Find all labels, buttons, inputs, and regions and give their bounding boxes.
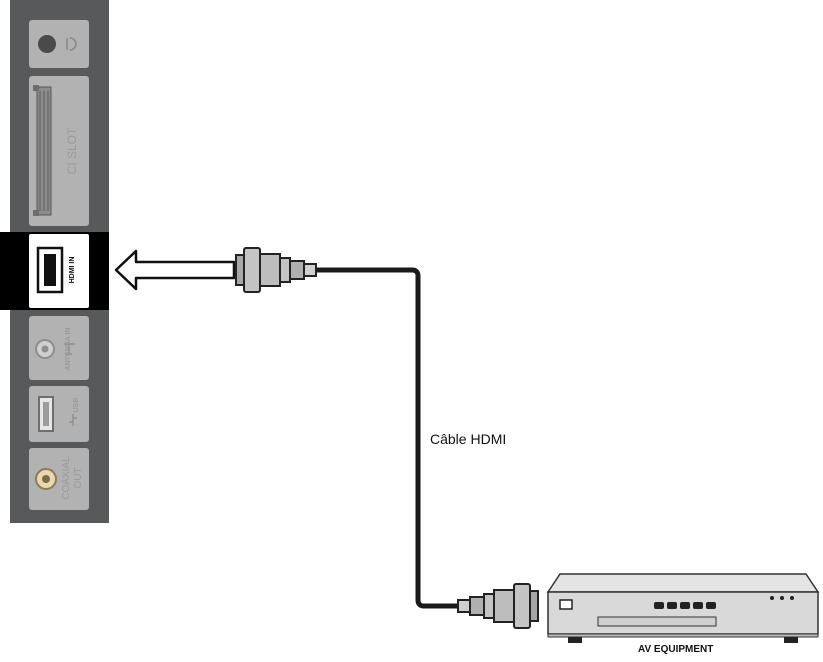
hdmi-cable [316,267,462,609]
headphone-icon [66,37,77,51]
coaxial-jack-inner [42,475,50,483]
hdmi-in-label: HDMI IN [69,256,76,284]
antenna-connector-inner [41,345,49,353]
headphone-port-box [29,20,89,68]
coaxial-out-label: OUT [73,467,84,489]
connection-arrow [114,249,236,291]
coaxial-label: COAXIAL [61,456,72,500]
ci-slot-clip-top [33,85,39,91]
av-equipment-device [546,573,820,643]
hdmi-socket-inner [44,254,56,286]
ci-slot-pins [39,91,49,211]
device-label: AV EQUIPMENT [638,644,714,655]
hdmi-connector-bottom [457,583,539,629]
ci-slot-clip-bottom [33,210,39,216]
usb-icon [69,414,77,426]
cable-label: Câble HDMI [430,431,507,447]
antenna-icon [64,343,75,355]
headphone-jack [38,35,56,53]
ci-slot-label: CI SLOT [65,127,79,175]
usb-socket-inner [43,402,49,426]
antenna-port-box [29,316,89,380]
usb-label: USB [73,397,80,413]
coaxial-port-box [29,448,89,510]
antenna-in-label: ANTENNA IN [65,327,72,371]
hdmi-connector-top [235,247,317,293]
